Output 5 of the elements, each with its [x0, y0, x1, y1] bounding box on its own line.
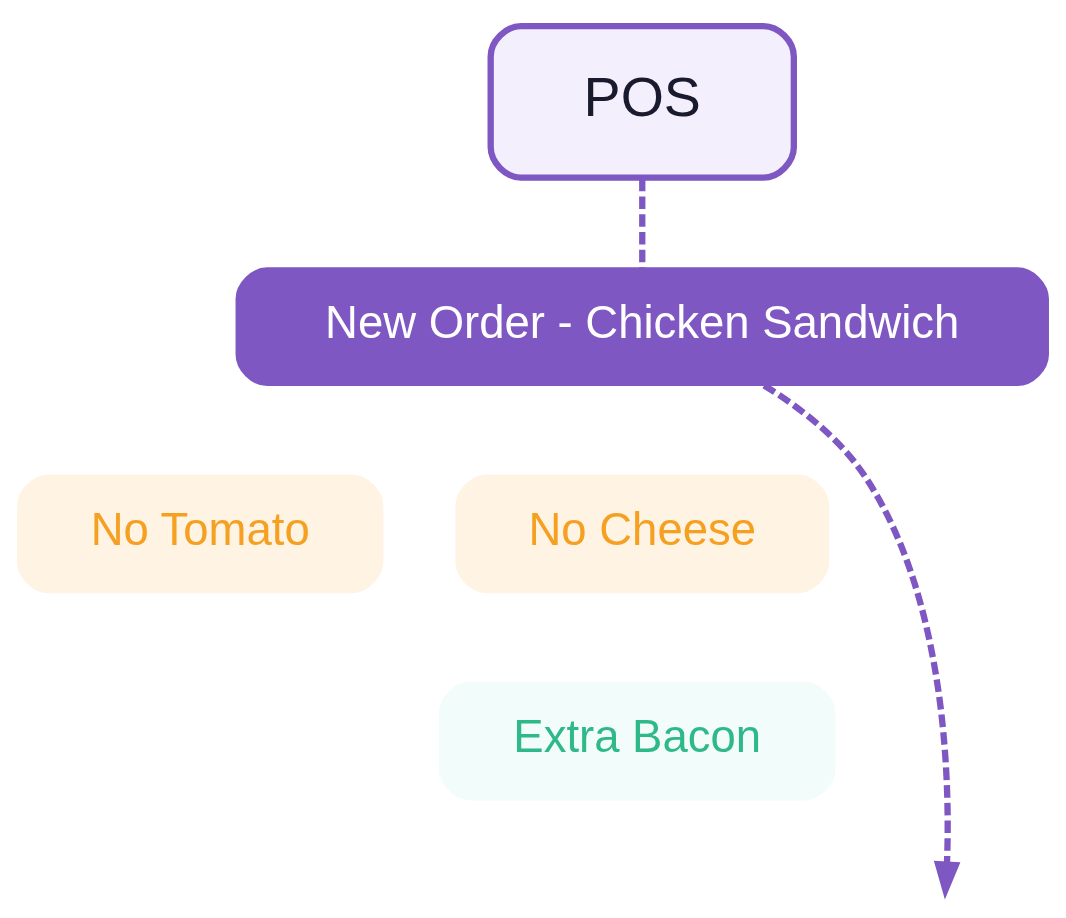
node-box: POS	[487, 22, 797, 181]
node-box: New Order - Chicken Sandwich	[235, 267, 1049, 387]
connector	[639, 178, 646, 268]
node-box: No Tomato	[17, 474, 384, 594]
node-box: No Cheese	[455, 474, 830, 594]
